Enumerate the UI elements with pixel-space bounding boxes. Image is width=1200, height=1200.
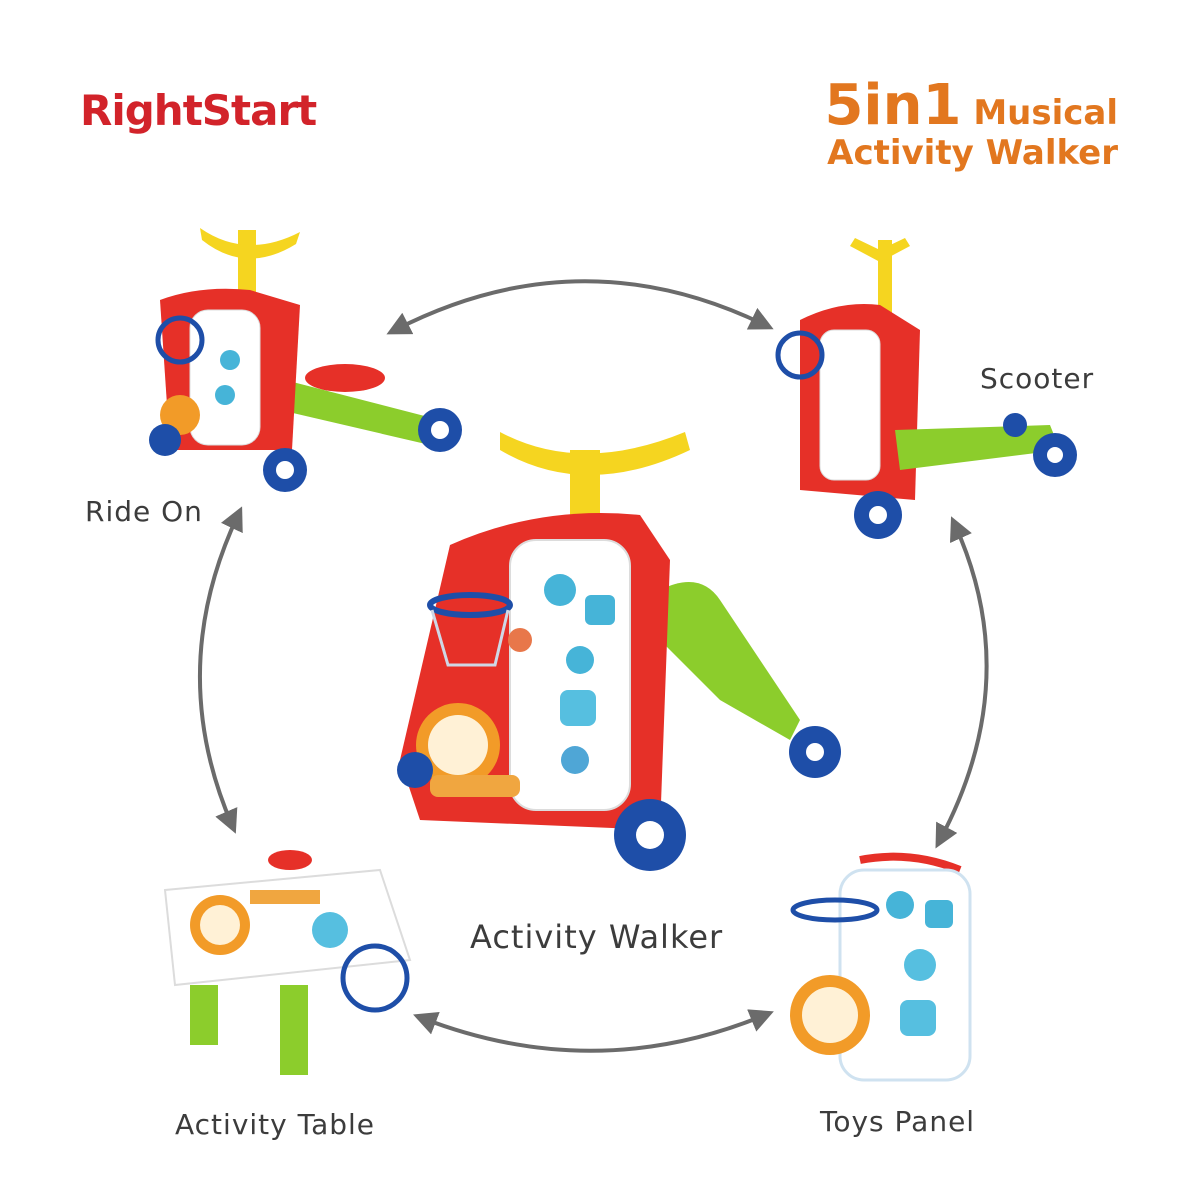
cycle-arrows xyxy=(197,279,989,1053)
arrow-top xyxy=(386,279,774,335)
label-scooter: Scooter xyxy=(980,362,1095,395)
label-toys-panel: Toys Panel xyxy=(820,1105,976,1138)
toys-panel-toy-image xyxy=(790,852,972,1082)
title-number: 5in1 xyxy=(824,73,962,138)
activity-table-toy-image xyxy=(163,850,412,1075)
ride-on-toy-image xyxy=(149,228,462,492)
title-line-2: Activity Walker xyxy=(827,133,1118,173)
brand-logo: RightStart xyxy=(80,86,317,135)
activity-walker-toy-image xyxy=(397,432,841,871)
scooter-toy-image xyxy=(775,238,1077,539)
label-activity-walker: Activity Walker xyxy=(470,918,724,956)
arrow-right xyxy=(935,516,989,849)
arrow-left xyxy=(197,506,243,834)
arrow-bottom xyxy=(413,1009,774,1053)
label-activity-table: Activity Table xyxy=(175,1108,376,1141)
title-word-musical: Musical xyxy=(973,93,1118,133)
product-title: 5in1 Musical Activity Walker xyxy=(824,78,1118,174)
label-ride-on: Ride On xyxy=(85,495,203,528)
